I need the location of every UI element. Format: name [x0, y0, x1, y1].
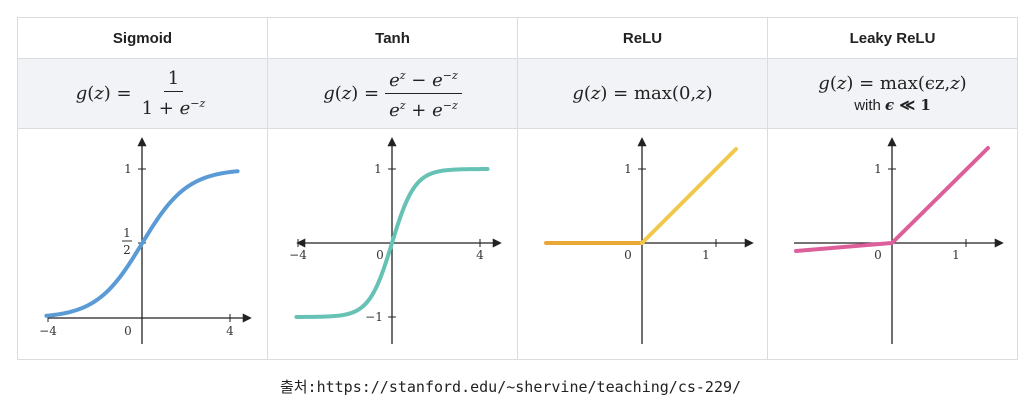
relu-plot-svg: 0 1 1: [544, 137, 754, 344]
header-relu: ReLU: [518, 18, 768, 59]
leaky-relu-curve: [794, 146, 990, 253]
tanh-curve: [294, 167, 490, 319]
tick-y-1: 1: [124, 162, 132, 176]
leaky-relu-plot-svg: 0 1 1: [794, 137, 1004, 344]
formula-sigmoid: g(z) = 1 1 + e−z: [18, 59, 268, 129]
tick-y-half-den: 2: [123, 243, 131, 257]
tick-zero: 0: [124, 324, 132, 338]
activation-functions-table: Sigmoid Tanh ReLU Leaky ReLU g(z) = 1 1 …: [17, 17, 1018, 360]
tanh-plot-svg: −4 0 4 1 −1: [289, 137, 502, 344]
tick-y-1: 1: [624, 162, 632, 176]
tick-zero: 0: [624, 248, 632, 262]
tick-x-neg4: −4: [39, 324, 57, 338]
tick-y-1: 1: [374, 162, 382, 176]
formula-tanh: g(z) = ez − e−z ez + e−z: [268, 59, 518, 129]
leaky-relu-condition: with ϵ ≪ 1: [854, 96, 931, 114]
relu-positive-segment: [640, 147, 738, 245]
tick-x-4: 4: [226, 324, 234, 338]
tick-y-half-num: 1: [123, 226, 131, 240]
tick-zero: 0: [376, 248, 384, 262]
plot-sigmoid: −4 0 4 1 1 2: [18, 129, 268, 359]
formula-relu: g(z) = max(0, z): [518, 59, 768, 129]
header-tanh: Tanh: [268, 18, 518, 59]
tick-zero: 0: [874, 248, 882, 262]
tick-x-1: 1: [702, 248, 710, 262]
plot-leaky-relu: 0 1 1: [768, 129, 1017, 359]
sigmoid-curve: [44, 169, 240, 318]
tick-y-neg1: −1: [365, 310, 383, 324]
header-leaky-relu: Leaky ReLU: [768, 18, 1017, 59]
tick-x-neg4: −4: [289, 248, 307, 262]
tick-x-1: 1: [952, 248, 960, 262]
plot-tanh: −4 0 4 1 −1: [268, 129, 518, 359]
header-sigmoid: Sigmoid: [18, 18, 268, 59]
tick-x-4: 4: [476, 248, 484, 262]
plot-relu: 0 1 1: [518, 129, 768, 359]
source-caption: 출처:https://stanford.edu/~shervine/teachi…: [279, 378, 742, 396]
tick-y-1: 1: [874, 162, 882, 176]
sigmoid-plot-svg: −4 0 4 1 1 2: [39, 137, 252, 344]
formula-leaky-relu: g(z) = max(ϵz, z) with ϵ ≪ 1: [768, 59, 1017, 129]
